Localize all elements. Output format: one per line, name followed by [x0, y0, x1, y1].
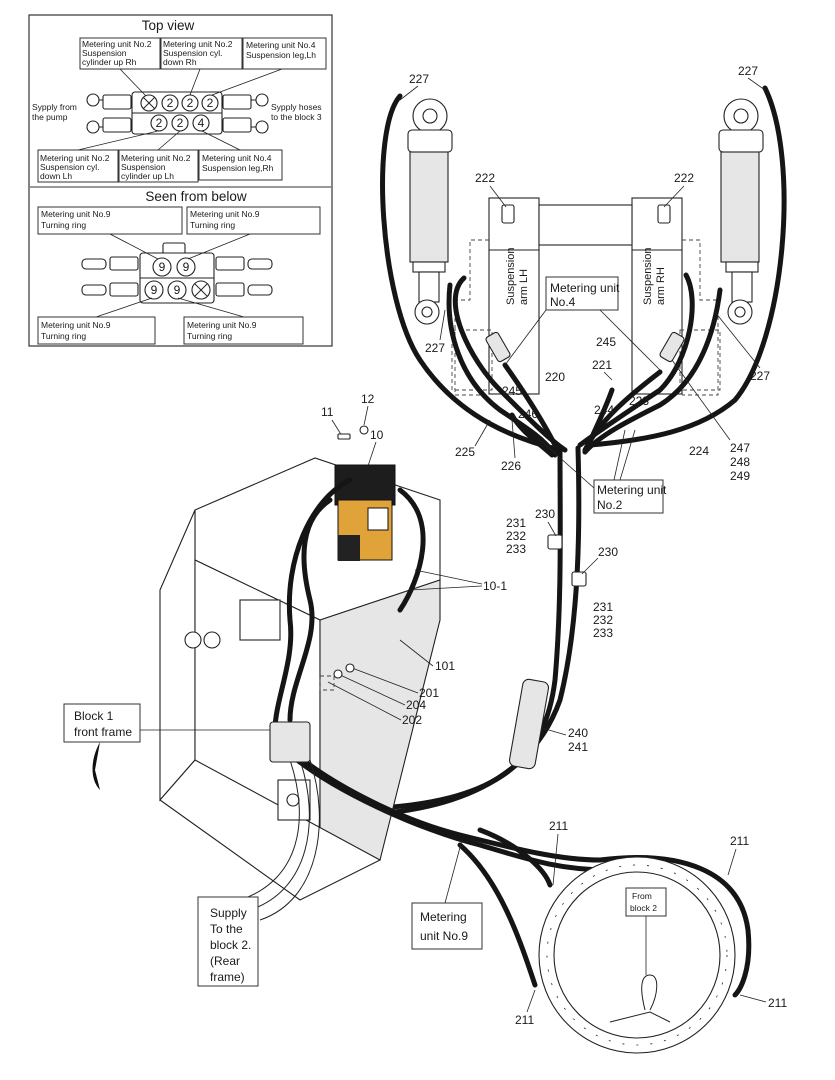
part-222: 222: [674, 171, 694, 185]
port-number: 9: [159, 260, 166, 274]
top-view-title: Top view: [142, 18, 195, 33]
lubrication-pump: [334, 464, 396, 561]
bolt-11: [337, 433, 351, 440]
label-mu2-down-lh: Metering unit No.2 Suspension cyl. down …: [40, 153, 112, 181]
callout-from-block2: From block 2: [630, 891, 657, 913]
port-number: 4: [198, 116, 205, 130]
part-220: 220: [545, 370, 565, 384]
part-201: 201: [419, 686, 439, 700]
clamp-230-a: [547, 534, 563, 550]
part-202: 202: [402, 713, 422, 727]
spiral-guard: [508, 678, 550, 770]
bracket-202: [319, 675, 335, 691]
distributor-block-top: 2 2 2 2 2 4: [77, 68, 283, 151]
part-11: 11: [321, 405, 334, 419]
callout-mu4: Metering unit No.4: [550, 281, 623, 309]
callout-block1: Block 1 front frame: [74, 709, 132, 739]
part-247: 247: [730, 441, 750, 455]
part-248: 248: [730, 455, 750, 469]
metering-unit-4-right: [659, 331, 685, 363]
part-245: 245: [596, 335, 616, 349]
label-mu9-br: Metering unit No.9 Turning ring: [187, 320, 259, 341]
port-number: 9: [183, 260, 190, 274]
callout-mu2: Metering unit No.2: [597, 483, 670, 512]
part-227: 227: [750, 369, 770, 383]
label-mu4-leg-rh: Metering unit No.4 Suspension leg,Rh: [202, 153, 274, 173]
part-233: 233: [506, 542, 526, 556]
fitting-222-left: [501, 204, 515, 224]
part-230: 230: [535, 507, 555, 521]
label-mu4-leg-lh: Metering unit No.4 Suspension leg,Lh: [246, 40, 318, 60]
part-230: 230: [598, 545, 618, 559]
part-222: 222: [475, 171, 495, 185]
part-227: 227: [409, 72, 429, 86]
suspension-cylinder-right: [718, 98, 764, 325]
part-12: 12: [361, 392, 375, 406]
label-mu9-tr: Metering unit No.9 Turning ring: [190, 209, 262, 230]
part-240: 240: [568, 726, 588, 740]
part-249: 249: [730, 469, 750, 483]
part-223: 223: [629, 394, 649, 408]
part-232: 232: [593, 613, 613, 627]
label-mu9-tl: Metering unit No.9 Turning ring: [41, 209, 113, 230]
part-101: 101: [435, 659, 455, 673]
suspension-arms: [451, 197, 721, 396]
part-10-1: 10-1: [483, 579, 507, 593]
part-226: 226: [501, 459, 521, 473]
block-1-distributor: [269, 721, 311, 763]
label-supply-block3: Sypply hoses to the block 3: [271, 102, 324, 122]
suspension-cylinder-left: [407, 98, 453, 325]
port-number: 2: [207, 96, 214, 110]
nut-201: [345, 663, 355, 673]
callout-supply-block2: Supply To the block 2. (Rear frame): [210, 906, 255, 984]
port-number: 9: [174, 283, 181, 297]
part-241: 241: [568, 740, 588, 754]
inset-panel: Top view Metering unit No.2 Suspension c…: [28, 14, 333, 347]
label-mu2-up-rh: Metering unit No.2 Suspension cylinder u…: [82, 39, 154, 67]
callout-mu9: Metering unit No.9: [420, 910, 470, 943]
arm-rh-label: Suspension arm RH: [642, 244, 667, 305]
part-224: 224: [689, 444, 709, 458]
suspension-assembly: Suspension arm LH Suspension arm RH: [407, 98, 764, 396]
port-number: 2: [187, 96, 194, 110]
washer-204: [333, 669, 343, 679]
fitting-222-right: [657, 204, 671, 224]
label-mu9-bl: Metering unit No.9 Turning ring: [41, 320, 113, 341]
part-10: 10: [370, 428, 384, 442]
turning-ring: [538, 856, 736, 1054]
part-246: 246: [518, 407, 538, 421]
part-227: 227: [738, 64, 758, 78]
part-211: 211: [549, 819, 568, 833]
front-frame: [159, 457, 441, 901]
part-231: 231: [593, 600, 613, 614]
part-211: 211: [730, 834, 749, 848]
part-211: 211: [515, 1013, 534, 1027]
nut-12: [359, 425, 369, 435]
part-numbers: 227 227 227 227 222 222 245 245 221 220 …: [319, 64, 787, 1027]
part-211: 211: [768, 996, 787, 1010]
clamp-230-b: [571, 571, 587, 587]
part-233: 233: [593, 626, 613, 640]
part-221: 221: [592, 358, 612, 372]
part-232: 232: [506, 529, 526, 543]
part-227: 227: [425, 341, 445, 355]
seen-below-title: Seen from below: [145, 189, 247, 204]
port-number: 2: [167, 96, 174, 110]
part-225: 225: [455, 445, 475, 459]
part-204: 204: [406, 698, 426, 712]
port-number: 2: [177, 116, 184, 130]
part-231: 231: [506, 516, 526, 530]
part-245: 245: [502, 384, 522, 398]
part-244: 244: [594, 403, 614, 417]
label-mu2-down-rh: Metering unit No.2 Suspension cyl. down …: [163, 39, 235, 67]
metering-unit-4-left: [485, 331, 511, 363]
arm-lh-label: Suspension arm LH: [505, 244, 530, 305]
port-number: 9: [151, 283, 158, 297]
distributor-block-below: 9 9 9 9: [81, 233, 273, 318]
port-number: 2: [156, 116, 163, 130]
label-supply-pump: Sypply from the pump: [32, 102, 79, 122]
label-mu2-up-lh: Metering unit No.2 Suspension cylinder u…: [121, 153, 193, 181]
callouts: Metering unit No.4 Metering unit No.2 Bl…: [63, 276, 670, 987]
